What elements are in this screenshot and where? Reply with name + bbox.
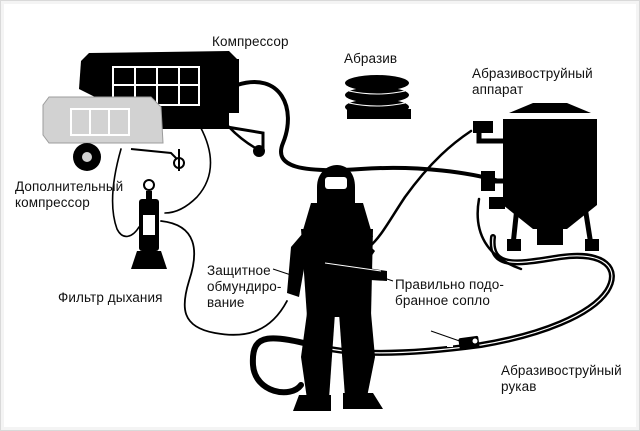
hose-leader-line — [430, 330, 472, 346]
hose-couplings — [447, 335, 480, 351]
label-abrasive: Абразив — [344, 51, 398, 66]
label-blast-machine-line2: аппарат — [472, 82, 524, 97]
suit-left-leg — [301, 313, 335, 399]
label-blast-hose-line2: рукав — [501, 379, 537, 394]
label-compressor: Компрессор — [212, 34, 289, 49]
label-blast-hose-line1: Абразивоструйный — [501, 363, 622, 378]
label-aux-compressor: Дополнительный компрессор — [15, 179, 123, 211]
suit-left-arm — [287, 233, 305, 297]
control-line — [476, 197, 523, 271]
suit-leader-line — [272, 268, 298, 278]
helmet-cape — [301, 203, 373, 237]
abrasive-bags — [345, 75, 411, 119]
blast-pot-cone — [503, 205, 597, 229]
blast-pot-legs — [510, 206, 594, 246]
aux-compressor-wheel-hub — [82, 152, 92, 162]
blast-pot-top — [509, 103, 591, 113]
aux-link-line — [164, 120, 212, 214]
breathing-air-line — [160, 220, 288, 336]
aux-compressor-vents — [70, 108, 130, 136]
label-blast-machine-line1: Абразивоструйный — [472, 66, 593, 81]
label-nozzle-line2: бранное сопло — [395, 293, 490, 308]
aux-compressor-drawbar — [130, 148, 178, 160]
label-aux-compressor-line2: компрессор — [15, 195, 90, 210]
leader-lines — [272, 268, 472, 346]
aux-compressor — [42, 96, 185, 171]
blast-pot-outlet — [537, 227, 563, 245]
helmet-visor — [325, 177, 347, 189]
aux-compressor-body — [42, 96, 164, 144]
label-protective-suit-line3: вание — [207, 295, 245, 310]
label-aux-compressor-line1: Дополнительный — [15, 179, 124, 194]
label-breathing-filter: Фильтр дыхания — [58, 290, 163, 305]
breathing-filter — [131, 179, 167, 269]
air-lines — [111, 80, 615, 396]
left-boot — [293, 395, 331, 411]
label-nozzle-line1: Правильно подо- — [395, 277, 504, 292]
blast-nozzle — [323, 261, 387, 281]
compressor-drawbar — [226, 125, 265, 149]
blast-pot-body — [503, 119, 597, 205]
compressor-side-panel — [219, 59, 239, 113]
blast-machine — [473, 103, 599, 251]
label-protective-suit-line1: Защитное — [207, 263, 271, 278]
label-protective-suit-line2: обмундиро- — [207, 279, 282, 294]
suit-right-leg — [339, 313, 375, 397]
aux-compressor-line — [111, 148, 140, 238]
label-nozzle: Правильно подо- бранное сопло — [395, 277, 504, 309]
label-blast-hose: Абразивоструйный рукав — [501, 363, 622, 395]
blast-pot-valve — [473, 121, 493, 133]
compressor-jack-wheel — [253, 145, 265, 157]
compressor — [79, 51, 265, 157]
nozzle-leader-line — [380, 276, 394, 282]
label-blast-machine: Абразивоструйный аппарат — [472, 66, 593, 98]
supply-line-upper — [367, 129, 473, 249]
label-protective-suit: Защитное обмундиро- вание — [207, 263, 282, 311]
blast-hose-inner — [320, 236, 613, 354]
operator — [287, 165, 387, 411]
compressor-air-hose — [235, 80, 501, 183]
right-boot — [343, 393, 383, 409]
